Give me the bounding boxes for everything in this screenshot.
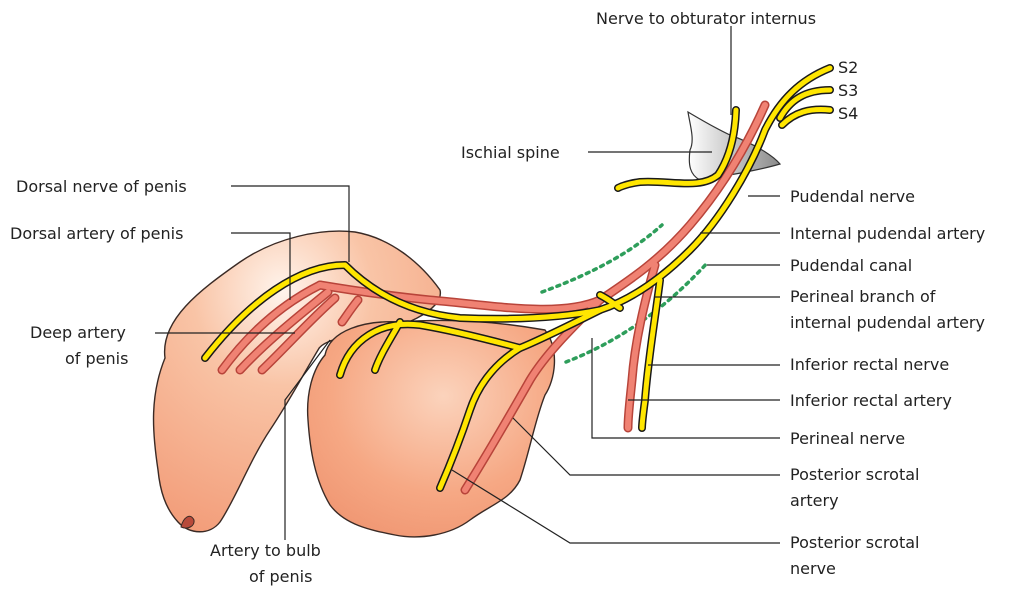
label-s4: S4 bbox=[838, 104, 858, 123]
label-dorsal-nerve-of-penis: Dorsal nerve of penis bbox=[16, 177, 187, 196]
label-deep-artery-line1: Deep artery bbox=[30, 323, 126, 342]
label-perineal-nerve: Perineal nerve bbox=[790, 429, 905, 448]
label-perineal-branch-line1: Perineal branch of bbox=[790, 287, 936, 306]
label-s2: S2 bbox=[838, 58, 858, 77]
label-posterior-scrotal-nerve-line1: Posterior scrotal bbox=[790, 533, 919, 552]
label-pudendal-nerve: Pudendal nerve bbox=[790, 187, 915, 206]
label-posterior-scrotal-nerve-line2: nerve bbox=[790, 559, 836, 578]
label-artery-to-bulb-line1: Artery to bulb bbox=[210, 541, 321, 560]
label-inferior-rectal-nerve: Inferior rectal nerve bbox=[790, 355, 949, 374]
pudendal-canal-lines bbox=[542, 225, 708, 362]
label-posterior-scrotal-artery-line2: artery bbox=[790, 491, 839, 510]
label-dorsal-artery-of-penis: Dorsal artery of penis bbox=[10, 224, 183, 243]
label-deep-artery-line2: of penis bbox=[65, 349, 128, 368]
label-posterior-scrotal-artery-line1: Posterior scrotal bbox=[790, 465, 919, 484]
label-perineal-branch-line2: internal pudendal artery bbox=[790, 313, 985, 332]
label-artery-to-bulb-line2: of penis bbox=[249, 567, 312, 586]
label-pudendal-canal: Pudendal canal bbox=[790, 256, 912, 275]
label-nerve-obturator-internus: Nerve to obturator internus bbox=[596, 9, 816, 28]
label-s3: S3 bbox=[838, 81, 858, 100]
label-internal-pudendal-artery: Internal pudendal artery bbox=[790, 224, 985, 243]
label-inferior-rectal-artery: Inferior rectal artery bbox=[790, 391, 952, 410]
label-ischial-spine: Ischial spine bbox=[461, 143, 560, 162]
